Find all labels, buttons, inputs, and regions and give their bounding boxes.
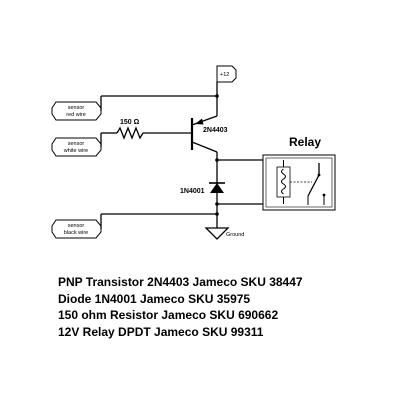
- relay-symbol: [262, 154, 336, 211]
- diode-label: 1N4001: [180, 188, 205, 195]
- sensor-black-line2: black wire: [64, 230, 88, 236]
- parts-list-item: 150 ohm Resistor Jameco SKU 690662: [58, 308, 279, 322]
- sensor-red-line1: sensor: [68, 105, 85, 111]
- ground-symbol: [204, 227, 230, 240]
- vcc-connector: +12: [216, 65, 237, 83]
- parts-list: PNP Transistor 2N4403 Jameco SKU 38447 D…: [58, 274, 303, 340]
- transistor-label: 2N4403: [203, 127, 228, 134]
- parts-list-item: Diode 1N4001 Jameco SKU 35975: [58, 291, 251, 306]
- resistor-label: 150 Ω: [120, 119, 140, 126]
- relay-title: Relay: [289, 135, 321, 149]
- sensor-red-connector: sensor red wire: [51, 101, 102, 121]
- transistor-symbol: [190, 115, 218, 153]
- vcc-label: +12: [220, 72, 229, 78]
- circuit-schematic: +12 sensor red wire sensor white wire 15…: [51, 65, 336, 240]
- sensor-black-connector: sensor black wire: [51, 219, 102, 239]
- parts-list-item: PNP Transistor 2N4403 Jameco SKU 38447: [58, 275, 303, 289]
- sensor-white-line2: white wire: [63, 148, 88, 154]
- sensor-red-line2: red wire: [66, 112, 86, 118]
- sensor-white-connector: sensor white wire: [51, 137, 102, 157]
- diode-symbol: [209, 182, 225, 193]
- sensor-black-line1: sensor: [68, 223, 85, 229]
- sensor-white-line1: sensor: [68, 141, 85, 147]
- parts-list-item: 12V Relay DPDT Jameco SKU 99311: [58, 324, 264, 339]
- resistor-symbol: [116, 126, 144, 140]
- ground-label: Ground: [226, 232, 244, 238]
